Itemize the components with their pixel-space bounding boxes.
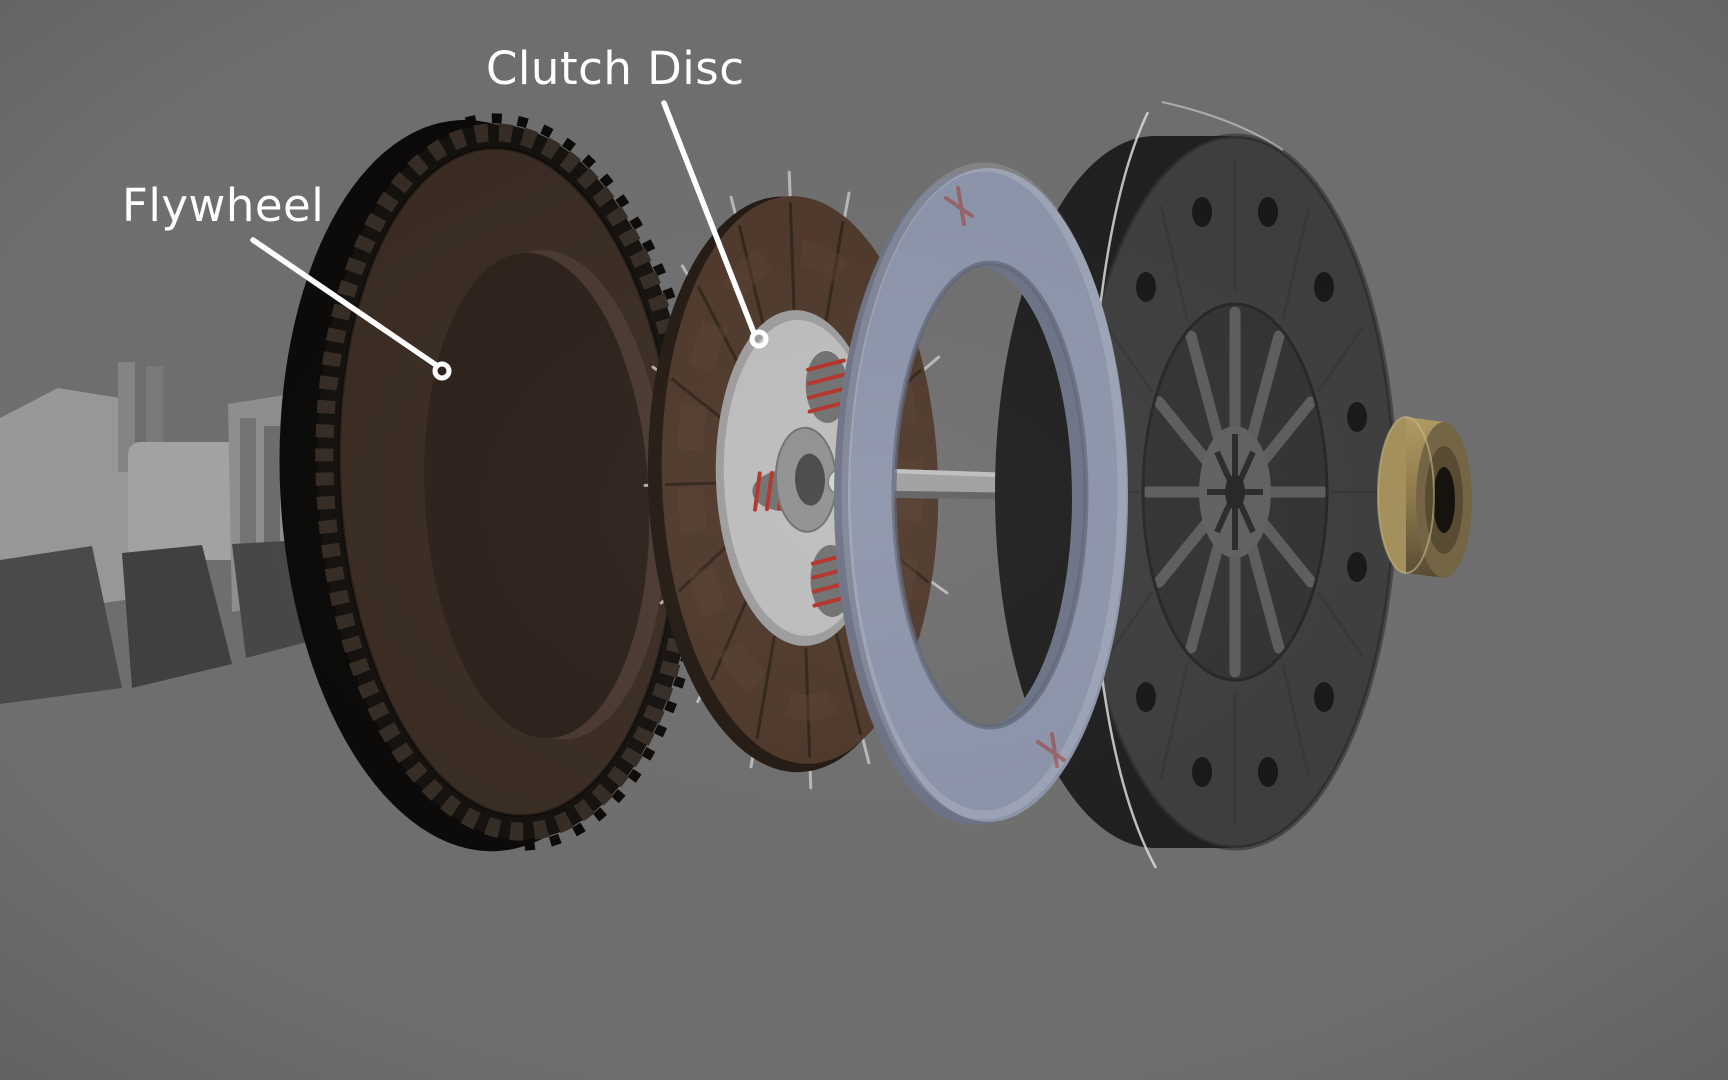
flywheel-leader-line [250,237,439,368]
annotations: Flywheel Clutch Disc [122,42,769,381]
clutch-disc-label: Clutch Disc [486,42,745,95]
clutch-disc-leader-line [661,100,757,336]
clutch-disc-marker-dot [749,329,769,349]
flywheel-marker-dot [432,361,452,381]
flywheel-label: Flywheel [122,179,324,232]
